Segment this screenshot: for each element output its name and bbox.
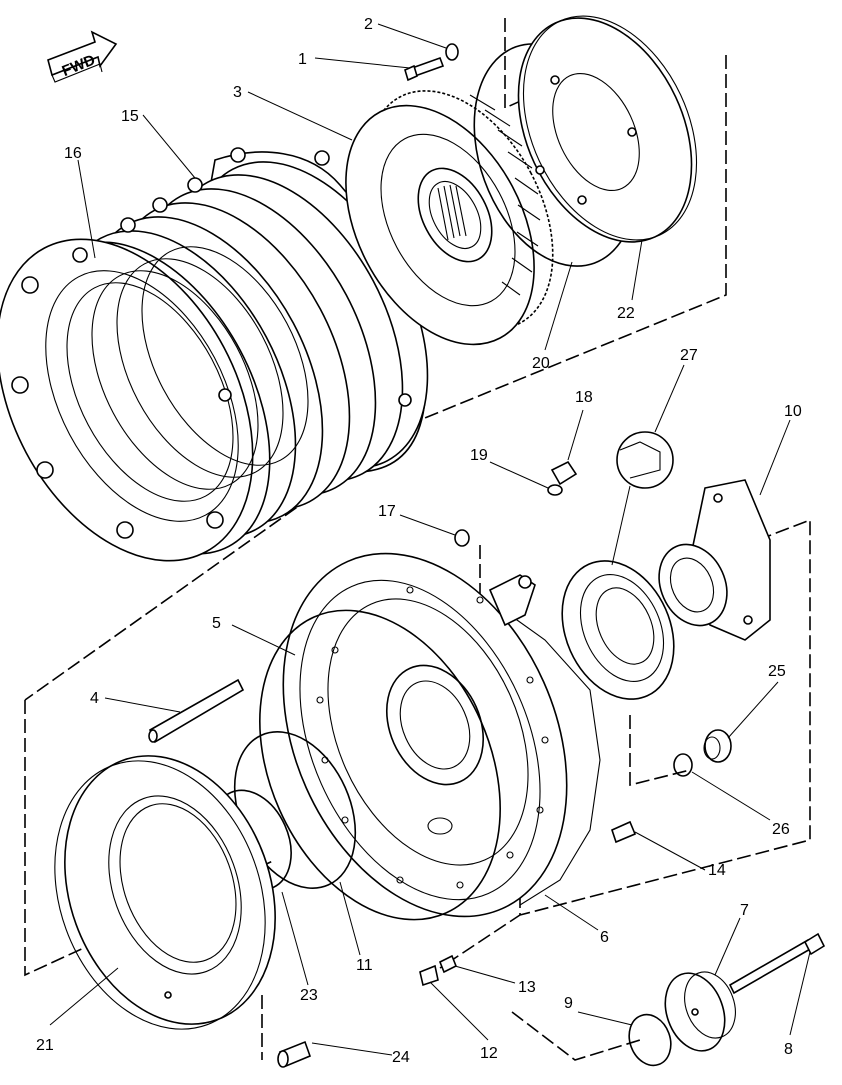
leader-lines [49, 23, 811, 1056]
callout-16: 16 [64, 145, 82, 162]
callout-8: 8 [784, 1041, 793, 1058]
callout-25: 25 [768, 663, 786, 680]
callout-20: 20 [532, 355, 550, 372]
callout-17: 17 [378, 503, 396, 520]
o-ring-5 [259, 609, 501, 921]
callout-26: 26 [772, 821, 790, 838]
snap-ring-9 [628, 1013, 672, 1067]
cover-plate-21 [54, 755, 276, 1030]
callout-14: 14 [708, 862, 726, 879]
oil-seal-27 [561, 560, 675, 700]
callout-2: 2 [364, 16, 373, 33]
callout-3: 3 [233, 84, 242, 101]
callout-22: 22 [617, 305, 635, 322]
callout-13: 13 [518, 979, 536, 996]
o-ring-19 [547, 484, 563, 496]
callout-5: 5 [212, 615, 221, 632]
plunger-12 [419, 964, 439, 987]
companion-flange-10 [658, 479, 771, 641]
long-bolt-8 [728, 932, 826, 995]
washer-2 [445, 43, 459, 61]
plug-18 [550, 460, 578, 486]
lower-group-boundary [24, 518, 811, 1061]
callout-1: 1 [298, 51, 307, 68]
spring-13 [438, 954, 458, 974]
callout-6: 6 [600, 929, 609, 946]
thrust-plate-22 [517, 15, 698, 243]
callout-15: 15 [121, 108, 139, 125]
plug-24 [277, 1040, 312, 1068]
piston-7 [664, 971, 736, 1052]
callout-labels: 1 2 3 4 5 6 7 8 9 10 11 12 13 14 15 16 1… [36, 16, 802, 1066]
callout-9: 9 [564, 995, 573, 1012]
forward-arrow-icon: FWD [47, 30, 118, 83]
callout-7: 7 [740, 902, 749, 919]
dowel-pin-4 [148, 678, 245, 744]
callout-23: 23 [300, 987, 318, 1004]
callout-11: 11 [356, 957, 373, 974]
seal-detail-callout [611, 431, 674, 566]
callout-18: 18 [575, 389, 593, 406]
callout-10: 10 [784, 403, 802, 420]
callout-19: 19 [470, 447, 488, 464]
screw-14 [611, 820, 637, 844]
pump-housing [282, 552, 601, 918]
bolt-1 [404, 56, 445, 82]
callout-21: 21 [36, 1037, 54, 1054]
drive-gear [345, 90, 554, 346]
callout-24: 24 [392, 1049, 410, 1066]
o-ring-17 [454, 529, 470, 547]
callout-27: 27 [680, 347, 698, 364]
plug-25 [703, 729, 732, 763]
o-ring-26 [673, 753, 693, 777]
callout-12: 12 [480, 1045, 498, 1062]
callout-4: 4 [90, 690, 99, 707]
